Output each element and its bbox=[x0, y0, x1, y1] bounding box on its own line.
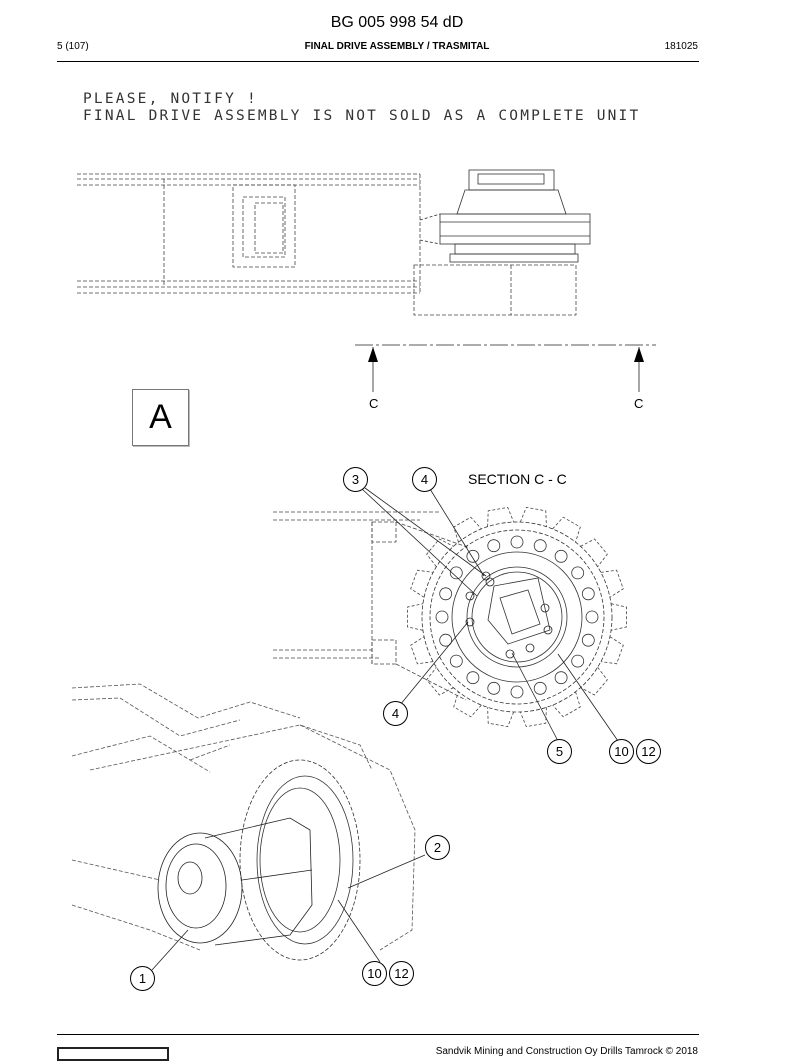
notice-line-2: FINAL DRIVE ASSEMBLY IS NOT SOLD AS A CO… bbox=[83, 108, 641, 124]
bolt-hole bbox=[581, 633, 595, 647]
sprocket-tooth bbox=[580, 667, 608, 696]
bolt-hole bbox=[449, 566, 463, 580]
section-arrow-left bbox=[368, 347, 378, 362]
hub-fasteners bbox=[465, 571, 553, 659]
bolt-hole bbox=[510, 535, 524, 549]
document-date: 181025 bbox=[664, 41, 698, 52]
sprocket-tooth bbox=[453, 516, 482, 543]
leader-lines bbox=[361, 487, 619, 742]
sprocket-bolt-ring bbox=[435, 535, 599, 699]
bolt-hole bbox=[439, 633, 453, 647]
view-label-box: A bbox=[132, 389, 189, 446]
callout-5: 5 bbox=[547, 739, 572, 764]
bolt-hole bbox=[533, 539, 547, 553]
isometric-sprocket bbox=[239, 759, 361, 961]
sprocket-tooth bbox=[580, 538, 608, 567]
top-view-final-drive bbox=[419, 169, 591, 263]
callout-1: 1 bbox=[130, 966, 155, 991]
section-title: SECTION C - C bbox=[468, 471, 567, 487]
sprocket-tooth bbox=[600, 636, 624, 665]
sprocket-tooth bbox=[519, 707, 547, 728]
sprocket-tooth bbox=[611, 603, 627, 631]
callout-2: 2 bbox=[425, 835, 450, 860]
bolt-hole bbox=[554, 549, 568, 563]
sprocket-tooth bbox=[453, 691, 482, 718]
sprocket-tooth bbox=[410, 569, 434, 598]
footer-rule bbox=[57, 1034, 699, 1035]
page-number: 5 (107) bbox=[57, 41, 89, 52]
sprocket-tooth bbox=[552, 516, 581, 543]
footer-copyright: Sandvik Mining and Construction Oy Drill… bbox=[435, 1046, 698, 1057]
bolt-hole bbox=[435, 610, 449, 624]
bolt-hole bbox=[585, 610, 599, 624]
header-rule bbox=[57, 61, 699, 62]
bolt-hole bbox=[571, 566, 585, 580]
sprocket-tooth bbox=[410, 636, 434, 665]
sprocket-tooth bbox=[487, 506, 515, 527]
callout-4-top: 4 bbox=[412, 467, 437, 492]
bolt-hole bbox=[466, 549, 480, 563]
notice-line-1: PLEASE, NOTIFY ! bbox=[83, 91, 258, 107]
bolt-hole bbox=[554, 671, 568, 685]
isometric-frame bbox=[71, 683, 416, 951]
bolt-hole bbox=[571, 654, 585, 668]
sprocket-tooth bbox=[426, 538, 454, 567]
sprocket-tooth bbox=[519, 506, 547, 527]
bolt-hole bbox=[510, 685, 524, 699]
bolt-hole bbox=[449, 654, 463, 668]
callout-3: 3 bbox=[343, 467, 368, 492]
sprocket-teeth bbox=[407, 506, 627, 728]
callout-12-section: 12 bbox=[636, 739, 661, 764]
sprocket-tooth bbox=[407, 603, 423, 631]
section-label-right: C bbox=[634, 396, 644, 411]
section-arrow-right bbox=[634, 347, 644, 362]
callout-10-section: 10 bbox=[609, 739, 634, 764]
sprocket-tooth bbox=[552, 691, 581, 718]
page-title: FINAL DRIVE ASSEMBLY / TRASMITAL bbox=[304, 41, 490, 52]
leader-lines-iso bbox=[151, 854, 426, 971]
bolt-hole bbox=[466, 671, 480, 685]
bolt-hole bbox=[581, 587, 595, 601]
isometric-motor bbox=[157, 817, 313, 946]
section-line bbox=[355, 344, 656, 392]
bolt-hole bbox=[487, 681, 501, 695]
sprocket-tooth bbox=[600, 569, 624, 598]
company-logo bbox=[57, 1047, 169, 1061]
section-view-frame bbox=[273, 511, 471, 701]
bolt-hole bbox=[487, 539, 501, 553]
callout-4-mid: 4 bbox=[383, 701, 408, 726]
callout-12-iso: 12 bbox=[389, 961, 414, 986]
top-view-frame bbox=[77, 173, 577, 316]
sprocket-tooth bbox=[426, 667, 454, 696]
callout-10-iso: 10 bbox=[362, 961, 387, 986]
bolt-hole bbox=[439, 587, 453, 601]
document-code: BG 005 998 54 dD bbox=[330, 14, 464, 31]
section-label-left: C bbox=[369, 396, 379, 411]
bolt-hole bbox=[533, 681, 547, 695]
sprocket-tooth bbox=[487, 707, 515, 728]
